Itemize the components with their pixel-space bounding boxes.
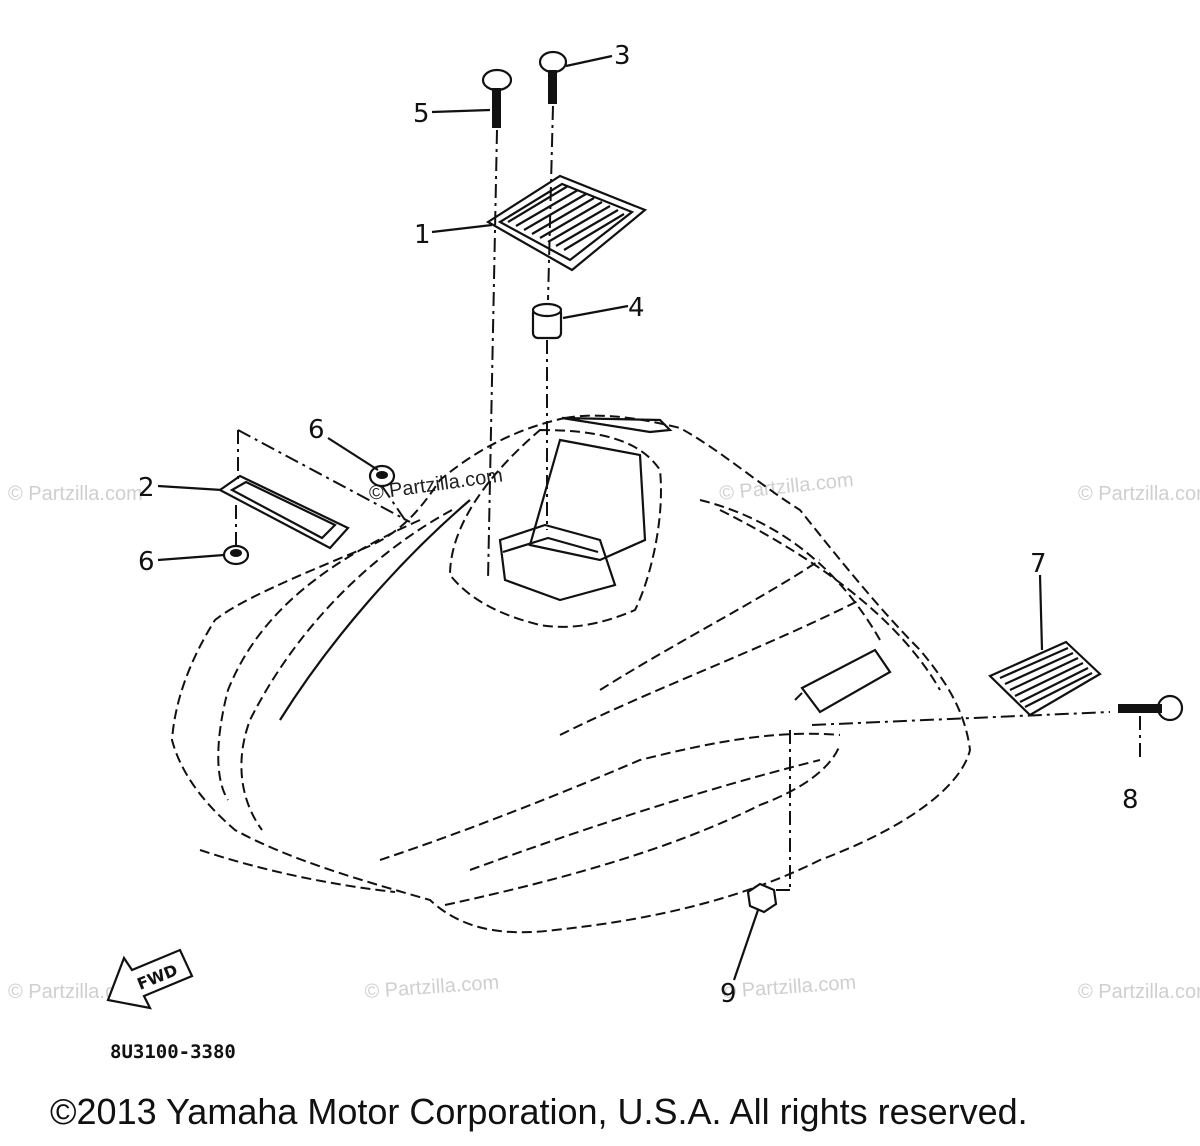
part-6-grommet-bottom (222, 544, 250, 566)
engine-hood (170, 414, 972, 934)
part-5-bolt (481, 68, 513, 128)
watermarks: © Partzilla.com © Partzilla.com © Partzi… (8, 464, 1200, 1003)
part-1-grille-cover (485, 174, 648, 272)
watermark: © Partzilla.com (364, 972, 500, 1003)
watermark: © Partzilla.com (1078, 483, 1200, 505)
part-6-grommet-top (368, 464, 396, 488)
part-8-screw (1118, 694, 1184, 722)
part-7-louver (988, 640, 1102, 717)
assembly-lines (235, 105, 1141, 891)
watermark: © Partzilla.com (1078, 981, 1200, 1003)
part-3-bolt (538, 50, 568, 104)
callout-7: 7 (1030, 549, 1047, 579)
callout-3: 3 (614, 41, 631, 71)
part-2-cover (217, 474, 350, 550)
callout-4: 4 (628, 293, 645, 323)
callout-leaders (157, 54, 1044, 981)
callout-9: 9 (720, 979, 737, 1009)
callout-labels: 5 3 1 4 2 6 6 7 8 9 (138, 41, 1139, 1009)
callout-1: 1 (414, 220, 431, 250)
watermark: © Partzilla.com (8, 483, 143, 505)
callout-5: 5 (413, 99, 430, 129)
callout-6b: 6 (138, 547, 155, 577)
fwd-arrow: FWD (106, 948, 194, 1010)
callout-2: 2 (138, 473, 155, 503)
copyright-notice: ©2013 Yamaha Motor Corporation, U.S.A. A… (50, 1091, 1028, 1132)
drawing-code: 8U3100-3380 (110, 1041, 236, 1063)
callout-8: 8 (1122, 785, 1139, 815)
watermark: © Partzilla.com (718, 469, 854, 505)
callout-6a: 6 (308, 415, 325, 445)
part-9-nut (746, 882, 778, 914)
watermark: © Partzilla.com (721, 972, 857, 1003)
part-4-grommet (531, 302, 563, 340)
